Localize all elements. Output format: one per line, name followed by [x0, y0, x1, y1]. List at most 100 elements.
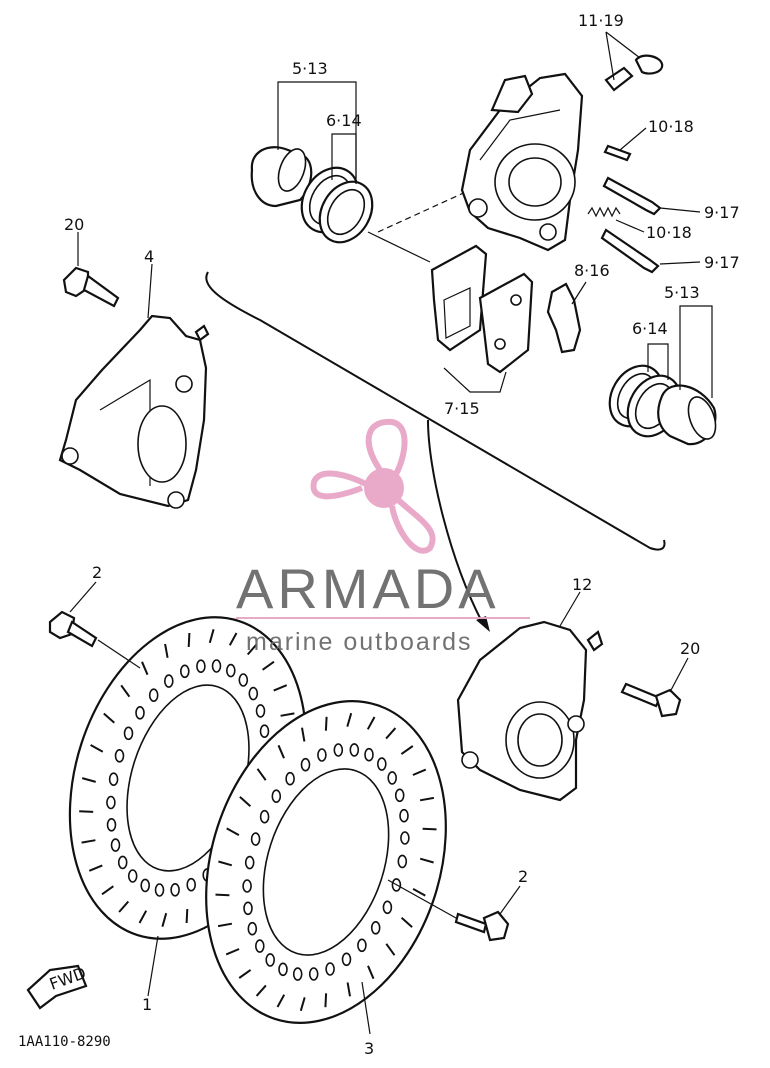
- disc-hole: [400, 831, 410, 845]
- brake-disc-3: [205, 700, 447, 1024]
- label-7-15: 7·15: [444, 399, 480, 418]
- label-10-18-lower: 10·18: [646, 223, 692, 242]
- piston-set-right: [608, 364, 717, 446]
- disc-slot: [422, 827, 437, 831]
- disc-slot: [255, 984, 267, 997]
- disc-hole: [154, 883, 165, 897]
- disc-hole: [387, 771, 398, 785]
- disc-hole: [292, 967, 303, 981]
- caliper-left: [58, 314, 210, 509]
- disc-hole: [108, 772, 119, 787]
- disc-hole: [148, 688, 159, 703]
- disc-slot: [185, 908, 189, 924]
- disc-hole: [106, 795, 116, 810]
- disc-slot: [81, 839, 96, 844]
- disc-hole: [226, 663, 236, 678]
- label-8-16: 8·16: [574, 261, 610, 280]
- disc-hole: [242, 879, 252, 893]
- disc-hole: [285, 771, 295, 786]
- caliper-right: [456, 620, 604, 802]
- disc-slot: [419, 796, 435, 802]
- piston-set-left: [250, 146, 374, 244]
- disc-slot: [118, 900, 130, 913]
- label-12: 12: [572, 575, 592, 594]
- disc-hole: [140, 878, 150, 893]
- disc-slot: [161, 912, 168, 927]
- disc-slot: [79, 810, 94, 813]
- disc-slot: [324, 716, 328, 731]
- disc-slot: [400, 917, 413, 928]
- disc-hole: [110, 838, 121, 852]
- disc-hole: [325, 962, 335, 976]
- disc-hole: [255, 704, 266, 718]
- disc-slot: [239, 796, 252, 807]
- disc-hole: [357, 938, 367, 953]
- pin-9-lower: [600, 228, 660, 274]
- disc-hole: [248, 686, 259, 701]
- bolt-2-left: [48, 610, 98, 648]
- label-20-left: 20: [64, 215, 84, 234]
- bleed-screw: [604, 54, 664, 92]
- disc-slot: [215, 893, 230, 897]
- disc-slot: [238, 969, 252, 979]
- assembly-arrow-line: [427, 419, 483, 623]
- disc-hole: [341, 952, 352, 967]
- disc-slot: [138, 910, 148, 924]
- assembly-curve: [205, 271, 666, 551]
- disc-hole: [211, 659, 222, 673]
- disc-hole: [244, 855, 255, 870]
- label-1: 1: [142, 995, 152, 1014]
- disc-hole: [308, 967, 319, 981]
- pad-support: [546, 282, 582, 354]
- fwd-arrow: FWD: [26, 963, 88, 1010]
- bolt-20-right: [620, 682, 682, 718]
- disc-slot: [299, 997, 306, 1012]
- disc-slot: [419, 857, 434, 864]
- pin-9-top: [602, 176, 662, 216]
- disc-hole: [123, 726, 134, 741]
- caliper-top: [460, 72, 584, 252]
- disc-hole: [271, 789, 282, 804]
- disc-slot: [225, 948, 240, 956]
- disc-hole: [265, 953, 276, 967]
- disc-slot: [208, 629, 215, 644]
- label-20-right: 20: [680, 639, 700, 658]
- disc-slot: [217, 922, 233, 928]
- disc-hole: [180, 664, 190, 679]
- disc-hole: [106, 817, 117, 832]
- disc-slot: [187, 632, 191, 648]
- disc-hole: [196, 659, 206, 674]
- label-4: 4: [144, 247, 154, 266]
- label-10-18-top: 10·18: [648, 117, 694, 136]
- disc-hole: [127, 869, 138, 883]
- label-9-17-top: 9·17: [704, 203, 740, 222]
- pad-dash-line: [377, 189, 471, 233]
- assembly-arrow-head: [476, 616, 490, 632]
- spring-10: [587, 206, 621, 218]
- disc-hole: [117, 855, 128, 870]
- disc-hole: [364, 747, 374, 762]
- disc-hole: [164, 674, 174, 688]
- bolt-2-right: [454, 910, 510, 942]
- disc-slot: [412, 888, 426, 897]
- label-6-14-left: 6·14: [326, 111, 362, 130]
- disc-slot: [280, 712, 295, 717]
- disc-hole: [278, 962, 288, 977]
- pin-10-top: [603, 144, 632, 162]
- disc-slot: [228, 632, 238, 646]
- disc-slot: [141, 661, 149, 676]
- disc-slot: [301, 727, 306, 742]
- disc-slot: [246, 643, 258, 656]
- disc-slot: [385, 727, 397, 740]
- label-3: 3: [364, 1039, 374, 1058]
- label-11-19: 11·19: [578, 11, 624, 30]
- disc-slot: [412, 768, 427, 776]
- callout-leaders: [69, 31, 713, 1035]
- disc-slot: [367, 965, 375, 980]
- label-2-left: 2: [92, 563, 102, 582]
- label-2-right: 2: [518, 867, 528, 886]
- disc-slot: [276, 994, 286, 1008]
- disc-hole: [259, 724, 270, 739]
- watermark-subtitle: marine outboards: [246, 628, 473, 656]
- disc-slot: [226, 827, 240, 836]
